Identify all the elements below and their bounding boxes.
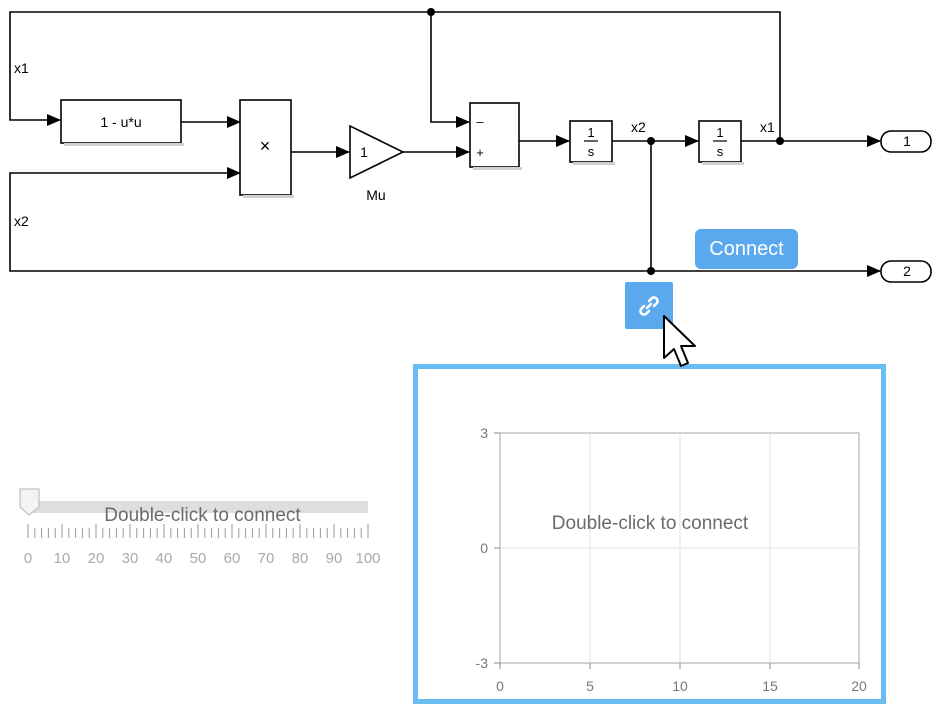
outport-1-label: 1 [903,133,911,149]
slider-scale-label: 40 [156,550,173,567]
integrator-1-numerator: 1 [587,125,594,140]
outport-1-block[interactable]: 1 [880,130,932,153]
scope-x-tick-5: 5 [586,678,594,694]
scope-y-tick-top: 3 [480,425,488,441]
signal-label-x1-top: x1 [14,60,29,76]
slider-scale-label: 60 [224,550,241,567]
integrator-2-denominator: s [717,144,724,159]
scope-selection-frame[interactable] [413,364,886,704]
integrator-2-numerator: 1 [716,125,723,140]
slider-connect-hint: Double-click to connect [104,505,301,526]
sum-plus-sign: + [476,145,484,160]
signal-label-x1: x1 [760,119,775,135]
signal-label-x2: x2 [631,119,646,135]
scope-x-tick-10: 10 [672,678,688,694]
outport-2-label: 2 [903,263,911,279]
scope-plot[interactable]: 3 0 -3 0 5 10 15 20 [476,425,867,694]
signal-x1-to-sum-line[interactable] [430,12,470,128]
signal-x2-feedback-line[interactable] [9,167,651,272]
fcn-block-label: 1 - u*u [100,114,141,130]
gain-block-name: Mu [366,187,385,203]
slider-scale-label: 50 [190,550,207,567]
mouse-cursor-icon [663,315,696,367]
slider-scale-labels: 0 10 20 30 40 50 60 70 80 90 100 [24,550,381,567]
slider-track[interactable] [25,501,368,513]
branch-point-x1-top [427,8,435,16]
slider-scale-label: 30 [122,550,139,567]
scope-y-tick-mid: 0 [480,540,488,556]
integrator-1-denominator: s [588,144,595,159]
slider-scale-label: 10 [54,550,71,567]
slider-scale-label: 20 [88,550,105,567]
slider-scale-label: 0 [24,550,32,567]
slider-scale-label: 90 [326,550,343,567]
scope-y-tick-bottom: -3 [476,655,489,671]
scope-axis-ticks [494,432,860,669]
signal-x1-feedback-line[interactable] [9,11,781,141]
branch-point-x2-bottom [647,267,655,275]
link-icon [639,295,659,316]
slider-knob-block[interactable]: 0 10 20 30 40 50 60 70 80 90 100 [19,488,381,567]
gain-block[interactable]: 1 [349,124,405,180]
scope-x-tick-0: 0 [496,678,504,694]
integrator-block-1[interactable]: 1 s [569,120,615,165]
scope-connect-hint: Double-click to connect [551,513,749,534]
product-block-label: × [260,136,271,156]
integrator-block-2[interactable]: 1 s [698,120,744,165]
sum-minus-sign: – [476,114,484,129]
outport-2-block[interactable]: 2 [880,260,932,283]
slider-scale-label: 80 [292,550,309,567]
scope-gridlines [500,433,859,663]
branch-point-x2 [647,137,655,145]
connect-button[interactable]: Connect [695,229,798,269]
sum-block[interactable]: – + [469,102,522,170]
slider-scale-label: 70 [258,550,275,567]
slider-thumb[interactable] [19,488,40,516]
scope-x-tick-20: 20 [851,678,867,694]
product-block[interactable]: × [239,99,294,198]
gain-value-label: 1 [360,144,368,160]
scope-x-tick-15: 15 [762,678,778,694]
slider-scale-label: 100 [355,550,380,567]
slider-ticks [27,524,369,538]
fcn-block[interactable]: 1 - u*u [60,99,184,146]
signal-label-x2-left: x2 [14,213,29,229]
branch-point-x1 [776,137,784,145]
